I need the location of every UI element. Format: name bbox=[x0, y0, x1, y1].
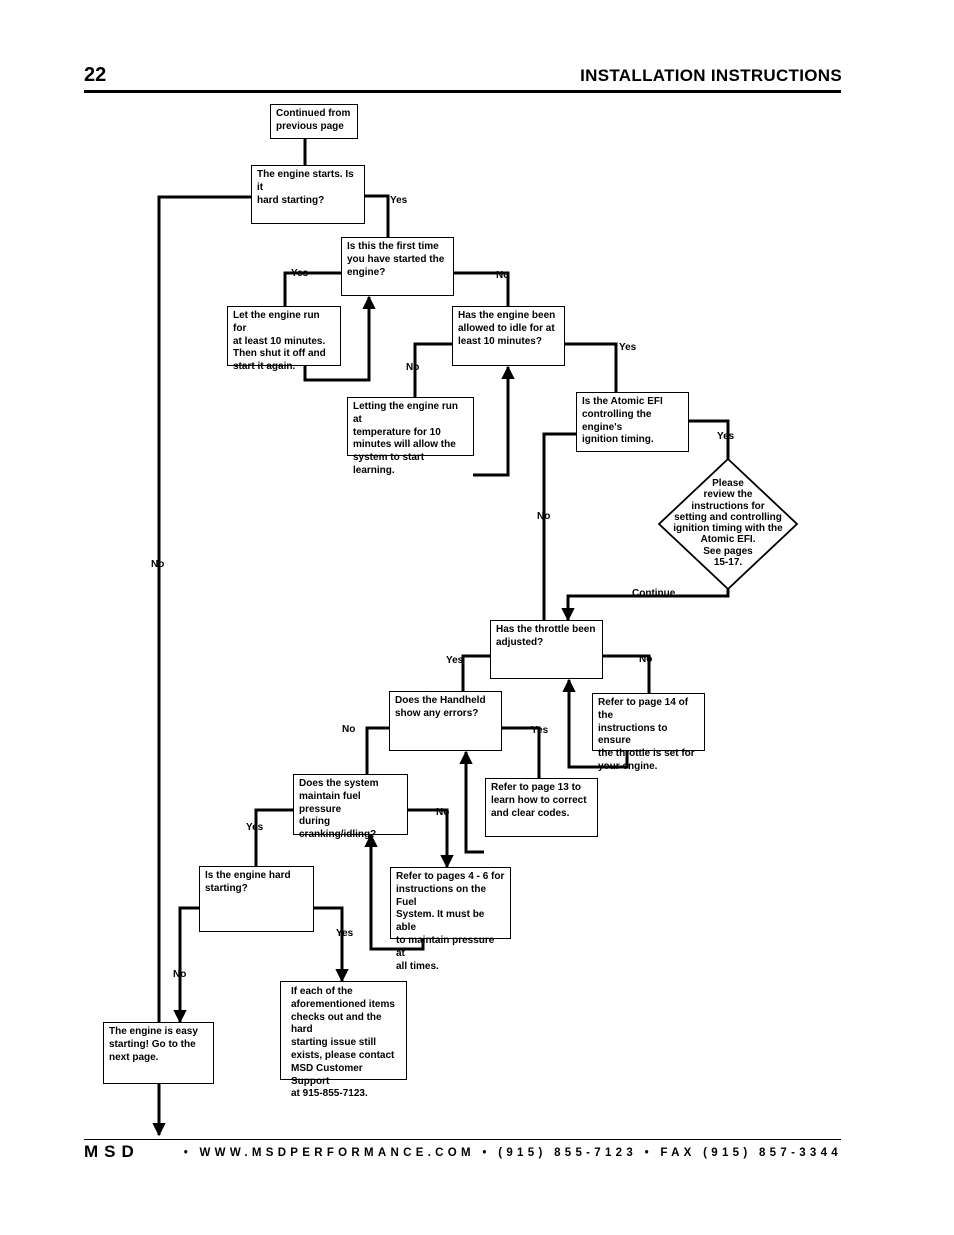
connector-hard-yes bbox=[314, 906, 349, 983]
connector-atomic-yes bbox=[689, 419, 730, 459]
label-continue: Continue bbox=[632, 588, 676, 599]
connector-handheld-no bbox=[365, 726, 389, 775]
review-diamond-shape bbox=[657, 457, 799, 591]
connector-idle-no bbox=[413, 342, 453, 397]
label-handheld-yes: Yes bbox=[531, 725, 549, 736]
connector-throttle-no bbox=[602, 654, 651, 694]
header-rule bbox=[84, 90, 841, 93]
box-refer-page-13: Refer to page 13 to learn how to correct… bbox=[485, 778, 598, 837]
page-number: 22 bbox=[84, 64, 107, 86]
connector-fuel-yes bbox=[254, 808, 294, 866]
label-first-time-yes: Yes bbox=[291, 268, 309, 279]
connector-throttle-yes bbox=[461, 654, 490, 691]
footer-rule bbox=[84, 1139, 841, 1140]
footer-brand: MSD bbox=[84, 1142, 140, 1161]
connector-atomic-no bbox=[542, 432, 577, 620]
connector-first-time-yes bbox=[283, 271, 341, 307]
box-throttle-adjusted: Has the throttle been adjusted? bbox=[490, 620, 603, 679]
label-hard-no: No bbox=[173, 969, 187, 980]
box-contact-support: If each of the aforementioned items chec… bbox=[280, 981, 407, 1099]
label-throttle-yes: Yes bbox=[446, 655, 464, 666]
label-first-time-no: No bbox=[496, 270, 510, 281]
connector-pages4-6-back bbox=[364, 833, 425, 951]
box-engine-starts: The engine starts. Is it hard starting? bbox=[251, 165, 365, 224]
box-easy-starting: The engine is easy starting! Go to the n… bbox=[103, 1022, 214, 1084]
box-first-time: Is this the first time you have started … bbox=[341, 237, 454, 296]
label-engine-starts-yes: Yes bbox=[390, 195, 408, 206]
box-atomic-timing: Is the Atomic EFI controlling the engine… bbox=[576, 392, 689, 452]
connector-let-run-back bbox=[303, 295, 376, 382]
box-refer-page-14: Refer to page 14 of the instructions to … bbox=[592, 693, 705, 772]
connector-fuel-no bbox=[408, 808, 454, 869]
connector-engine-starts-yes bbox=[365, 194, 390, 238]
connector-hard-no bbox=[173, 906, 200, 1024]
label-idle-yes: Yes bbox=[619, 342, 637, 353]
box-engine-hard-starting: Is the engine hard starting? bbox=[199, 866, 314, 932]
box-handheld-errors: Does the Handheld show any errors? bbox=[389, 691, 502, 751]
connector-letting-run-back bbox=[473, 365, 515, 477]
box-continued-from-previous: Continued from previous page bbox=[270, 104, 358, 139]
box-idle-10-minutes: Has the engine been allowed to idle for … bbox=[452, 306, 565, 366]
connector-idle-yes bbox=[565, 342, 618, 393]
label-handheld-no: No bbox=[342, 724, 356, 735]
connector-review-continue bbox=[561, 589, 730, 622]
connector-page14-back bbox=[562, 678, 629, 769]
box-letting-engine-run: Letting the engine run at temperature fo… bbox=[347, 397, 474, 476]
connector-page13-back bbox=[459, 750, 484, 854]
label-throttle-no: No bbox=[639, 654, 653, 665]
label-hard-yes: Yes bbox=[336, 928, 354, 939]
page-title: INSTALLATION INSTRUCTIONS bbox=[580, 66, 842, 85]
review-diamond-text: Please review the instructions for setti… bbox=[673, 478, 783, 569]
box-let-engine-run: Let the engine run for at least 10 minut… bbox=[227, 306, 341, 372]
footer-contact: • WWW.MSDPERFORMANCE.COM • (915) 855-712… bbox=[183, 1147, 842, 1159]
box-fuel-pressure: Does the system maintain fuel pressure d… bbox=[293, 774, 408, 840]
label-idle-no: No bbox=[406, 362, 420, 373]
label-fuel-yes: Yes bbox=[246, 822, 264, 833]
box-refer-pages-4-6: Refer to pages 4 - 6 for instructions on… bbox=[390, 867, 511, 972]
label-fuel-no: No bbox=[436, 807, 450, 818]
label-atomic-yes: Yes bbox=[717, 431, 735, 442]
connector-handheld-yes bbox=[501, 726, 541, 779]
label-engine-starts-no: No bbox=[151, 559, 165, 570]
connector-engine-starts-no bbox=[152, 195, 251, 1137]
connector-first-time-no bbox=[453, 271, 510, 307]
label-atomic-no: No bbox=[537, 511, 551, 522]
